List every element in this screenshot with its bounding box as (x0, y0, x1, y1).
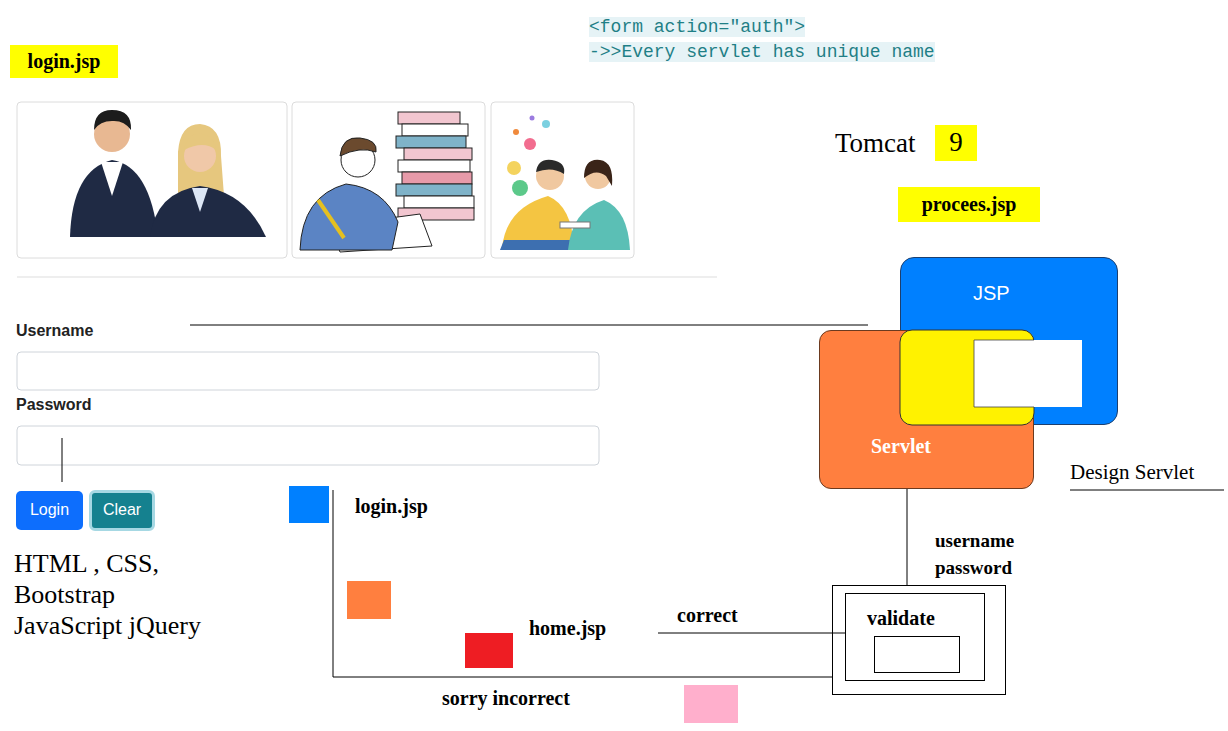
color-square (289, 486, 329, 523)
photo-student-books (292, 102, 485, 258)
code-line-holder: <form action="auth"> (589, 17, 805, 38)
field-label: Password (16, 396, 92, 413)
file-highlight: procees.jsp (898, 187, 1040, 222)
username-input (17, 352, 599, 390)
version-highlight: 9 (935, 125, 977, 161)
underline (1070, 490, 1224, 491)
leader-line (190, 325, 868, 326)
inner-frame (845, 593, 985, 681)
page-label: home.jsp (529, 617, 606, 639)
photo-students (17, 102, 287, 258)
field-label-holder: Password (16, 396, 92, 414)
edge-label: username password (935, 530, 1014, 578)
note-label-holder: Design Servlet (1070, 460, 1194, 484)
node-text: procees.jsp (922, 193, 1017, 216)
flow-label: correct (677, 604, 738, 626)
flow-label-holder: correct (677, 604, 738, 627)
page-label-holder: login.jsp (355, 495, 428, 518)
servlet-box: Servlet (819, 330, 1034, 489)
password-input (17, 426, 599, 465)
color-square (684, 685, 738, 723)
overlap-region (900, 330, 1034, 425)
validate-box: validate (832, 585, 1006, 695)
connector (907, 489, 908, 585)
file-highlight: login.jsp (10, 45, 118, 78)
node-text: Login (30, 501, 69, 519)
node-text: validate (867, 607, 935, 630)
color-square (465, 633, 513, 668)
field-label: Username (16, 322, 93, 339)
note-label: Design Servlet (1070, 460, 1194, 484)
login-button: Login (16, 491, 83, 530)
field-label-holder: Username (16, 322, 93, 340)
tech-list-holder: HTML , CSS, Bootstrap JavaScript jQuery (14, 548, 214, 641)
edge-label-holder: username password (935, 528, 1053, 581)
divider-rule (17, 277, 717, 278)
white-square-edge (974, 340, 1034, 407)
node-text: Clear (103, 501, 141, 519)
code-note-holder: ->>Every servlet has unique name (589, 42, 935, 63)
flow-line (658, 633, 845, 634)
white-square (974, 340, 1082, 407)
leader-line (62, 438, 63, 482)
photo-kids-reading (491, 102, 634, 258)
page-label-holder: home.jsp (529, 617, 606, 640)
inner-box (874, 636, 960, 673)
code-line: <form action="auth"> (589, 17, 805, 37)
page-label: login.jsp (355, 495, 428, 517)
color-square (347, 581, 391, 619)
flow-line (333, 490, 832, 677)
node-text: JSP (973, 282, 1010, 305)
node-text: 9 (949, 127, 963, 158)
flow-label: sorry incorrect (442, 687, 570, 709)
server-name: Tomcat (835, 128, 916, 158)
clear-button: Clear (89, 490, 155, 531)
node-text: Servlet (871, 435, 931, 458)
flow-label-holder: sorry incorrect (442, 687, 570, 710)
code-note: ->>Every servlet has unique name (589, 42, 935, 62)
tech-list: HTML , CSS, Bootstrap JavaScript jQuery (14, 549, 201, 640)
server-name-holder: Tomcat (835, 128, 916, 159)
node-text: login.jsp (28, 50, 101, 73)
